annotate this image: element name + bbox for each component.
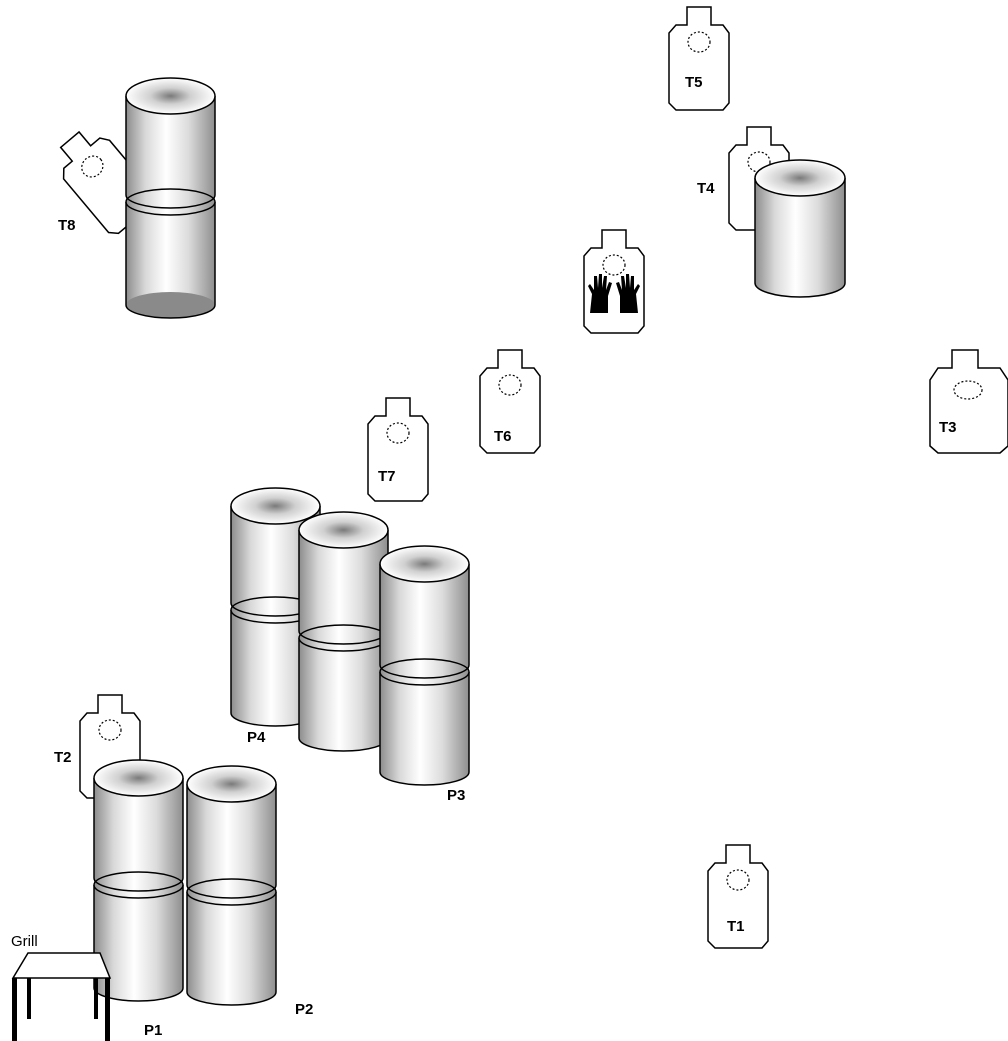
- barrel-stack-p1: P1: [93, 759, 184, 1039]
- target-t1: T1: [707, 844, 769, 949]
- target-label: T4: [697, 180, 715, 197]
- target-label: T6: [494, 428, 512, 445]
- target-label: T3: [939, 419, 957, 436]
- no-shoot-target: [583, 229, 645, 334]
- target-label: T2: [54, 749, 72, 766]
- target-t7: T7: [367, 397, 429, 502]
- target-label: T1: [727, 918, 745, 935]
- grill-label: Grill: [11, 933, 38, 950]
- barrel-label: P4: [247, 729, 266, 746]
- barrel-stack-t8: [125, 77, 216, 319]
- target-t3: T3: [929, 349, 1008, 454]
- hands-up-icon: [588, 274, 640, 313]
- barrel-stack-p2: P2: [186, 765, 313, 1018]
- target-label: T7: [378, 468, 396, 485]
- barrel-label: P2: [295, 1001, 313, 1018]
- grill-table: Grill: [11, 933, 112, 1041]
- barrel-label: P3: [447, 787, 465, 804]
- barrel-stack-p3: P3: [379, 545, 470, 804]
- target-label: T8: [58, 217, 76, 234]
- barrel-label: P1: [144, 1022, 162, 1039]
- target-label: T5: [685, 74, 703, 91]
- barrel-stack-middle: [298, 511, 389, 752]
- target-t5: T5: [668, 6, 730, 111]
- barrel-t4: [754, 159, 846, 298]
- target-t6: T6: [479, 349, 541, 454]
